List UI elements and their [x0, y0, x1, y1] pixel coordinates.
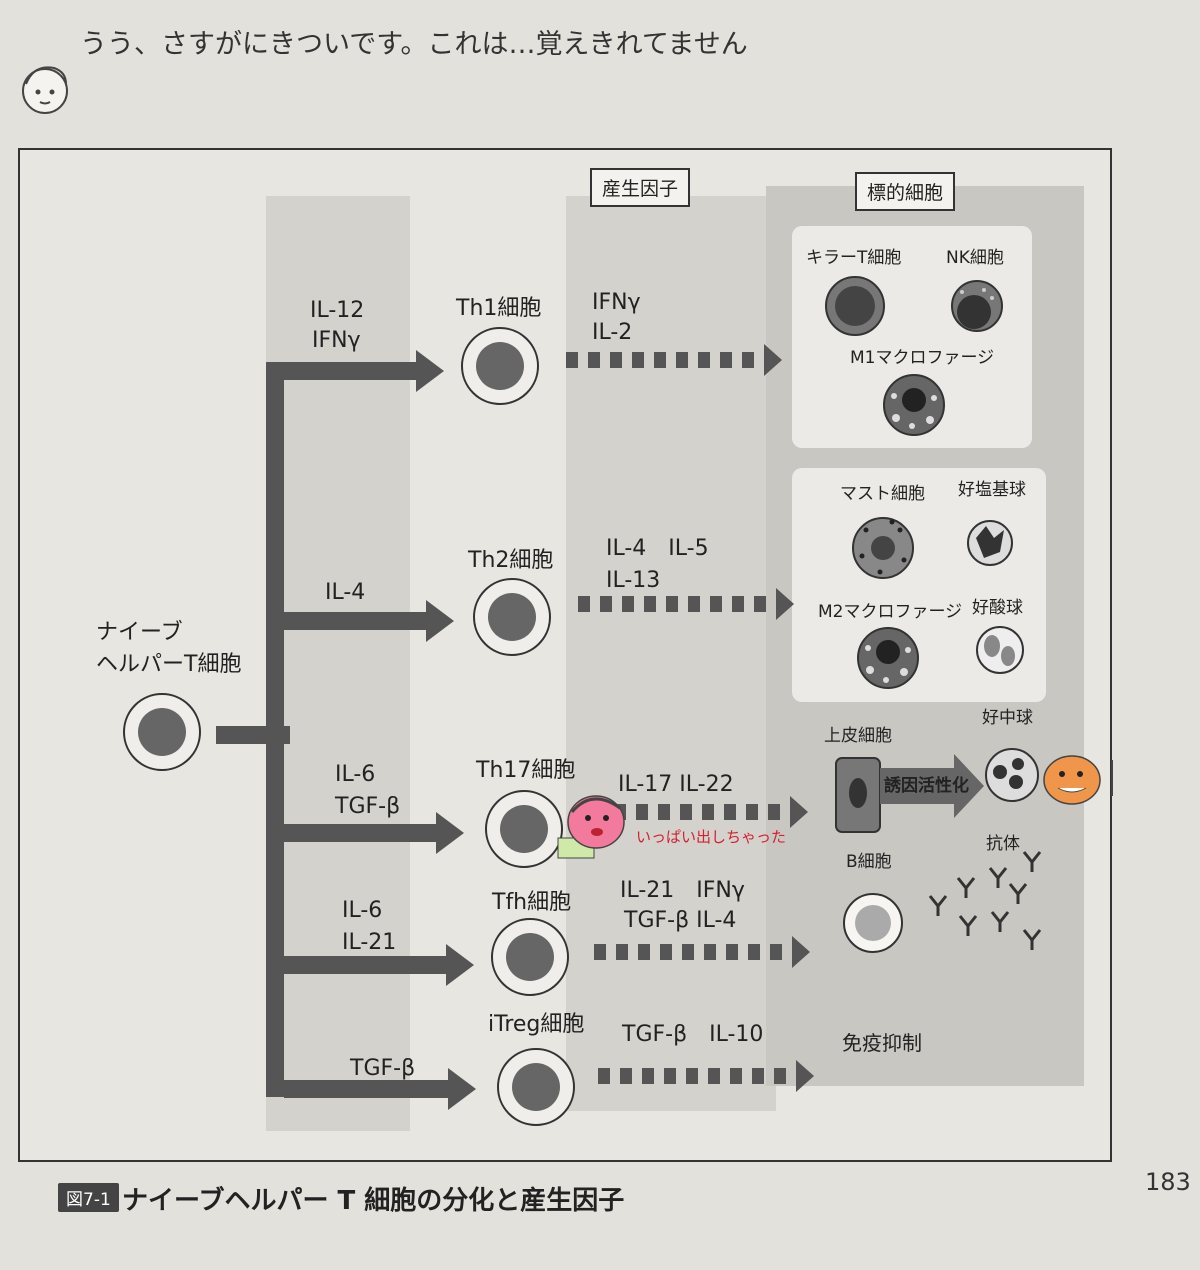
tfh-cell-shape [491, 918, 569, 996]
th17-inducer-2: TGF-β [335, 794, 401, 819]
secretion-arrows [566, 344, 814, 1092]
th17-cell-label: Th17細胞 [476, 758, 576, 783]
mast-cell-shape [852, 517, 914, 579]
factors-column-header: 産生因子 [590, 168, 691, 207]
tfh-secretion-arrow [594, 936, 810, 968]
m1-macrophage-label: M1マクロファージ [850, 348, 995, 368]
tfh-cell-label: Tfh細胞 [492, 890, 572, 915]
th1-cell-shape [461, 327, 539, 405]
page-number: 183 [1145, 1168, 1191, 1196]
b-cell-shape [843, 893, 903, 953]
cartoon-annotation: いっぱい出しちゃった [636, 828, 787, 846]
m1-macrophage-shape [883, 374, 945, 436]
neutrophil-shape [985, 748, 1039, 802]
th17-factor-1: IL-17 IL-22 [618, 772, 734, 797]
inducer-column-band [266, 196, 410, 1131]
naive-t-cell [123, 693, 201, 771]
tfh-factor-1: IL-21 IFNγ [620, 878, 745, 903]
targets-column-header: 標的細胞 [855, 172, 956, 211]
th1-factor-1: IFNγ [592, 290, 641, 315]
killer-t-cell-label: キラーT細胞 [806, 248, 902, 268]
immune-suppression-label: 免疫抑制 [842, 1031, 922, 1055]
th1-inducer-1: IL-12 [310, 298, 365, 323]
itreg-cell-label: iTreg細胞 [488, 1012, 585, 1037]
itreg-secretion-arrow [598, 1060, 814, 1092]
itreg-cell-shape [497, 1048, 575, 1126]
eosinophil-label: 好酸球 [972, 598, 1023, 618]
orange-character-icon [1043, 755, 1113, 805]
th2-cell-shape [473, 578, 551, 656]
antibody-shapes [928, 851, 1042, 950]
naive-cell-label-line2: ヘルパーT細胞 [96, 652, 242, 677]
pink-character-icon [557, 795, 625, 859]
b-cell-label: B細胞 [846, 852, 892, 872]
figure-title: ナイーブヘルパー T 細胞の分化と産生因子 [122, 1186, 625, 1216]
th2-inducer-1: IL-4 [325, 580, 366, 605]
th2-secretion-arrow [578, 588, 794, 620]
m2-macrophage-label: M2マクロファージ [818, 602, 963, 622]
antibody-label: 抗体 [986, 834, 1020, 854]
epithelial-cell-label: 上皮細胞 [824, 726, 892, 746]
tfh-inducer-1: IL-6 [342, 898, 383, 923]
basophil-shape [967, 520, 1013, 566]
eosinophil-shape [976, 626, 1024, 674]
naive-cell-label-line1: ナイーブ [96, 620, 183, 645]
m2-macrophage-shape [857, 627, 919, 689]
th2-factor-2: IL-13 [606, 568, 661, 593]
th1-cell-label: Th1細胞 [456, 296, 542, 321]
tfh-factor-2: TGF-β IL-4 [624, 908, 737, 933]
induction-activation-label: 誘因活性化 [884, 776, 969, 796]
figure-number-label: 図7-1 [58, 1183, 119, 1212]
induction-arrow [880, 754, 984, 818]
itreg-inducer-1: TGF-β [350, 1056, 416, 1081]
mast-cell-label: マスト細胞 [840, 484, 925, 504]
th1-secretion-arrow [566, 344, 782, 376]
th2-factor-1: IL-4 IL-5 [606, 536, 709, 561]
tfh-inducer-2: IL-21 [342, 930, 397, 955]
character-face-icon [22, 66, 68, 114]
itreg-factor-1: TGF-β IL-10 [622, 1022, 764, 1047]
th17-inducer-1: IL-6 [335, 762, 376, 787]
th2-cell-label: Th2細胞 [468, 548, 554, 573]
nk-cell-shape [951, 280, 1003, 332]
th17-cell-shape [485, 790, 563, 868]
killer-t-cell-shape [825, 276, 885, 336]
nk-cell-label: NK細胞 [946, 248, 1004, 268]
basophil-label: 好塩基球 [958, 480, 1026, 500]
page-header-text: うう、さすがにきついです。これは…覚えきれてません [80, 29, 748, 60]
th1-inducer-2: IFNγ [312, 328, 361, 353]
th1-factor-2: IL-2 [592, 320, 633, 345]
epithelial-cell-shape [835, 757, 881, 833]
neutrophil-label: 好中球 [982, 708, 1033, 728]
differentiation-arrows [216, 350, 476, 1110]
